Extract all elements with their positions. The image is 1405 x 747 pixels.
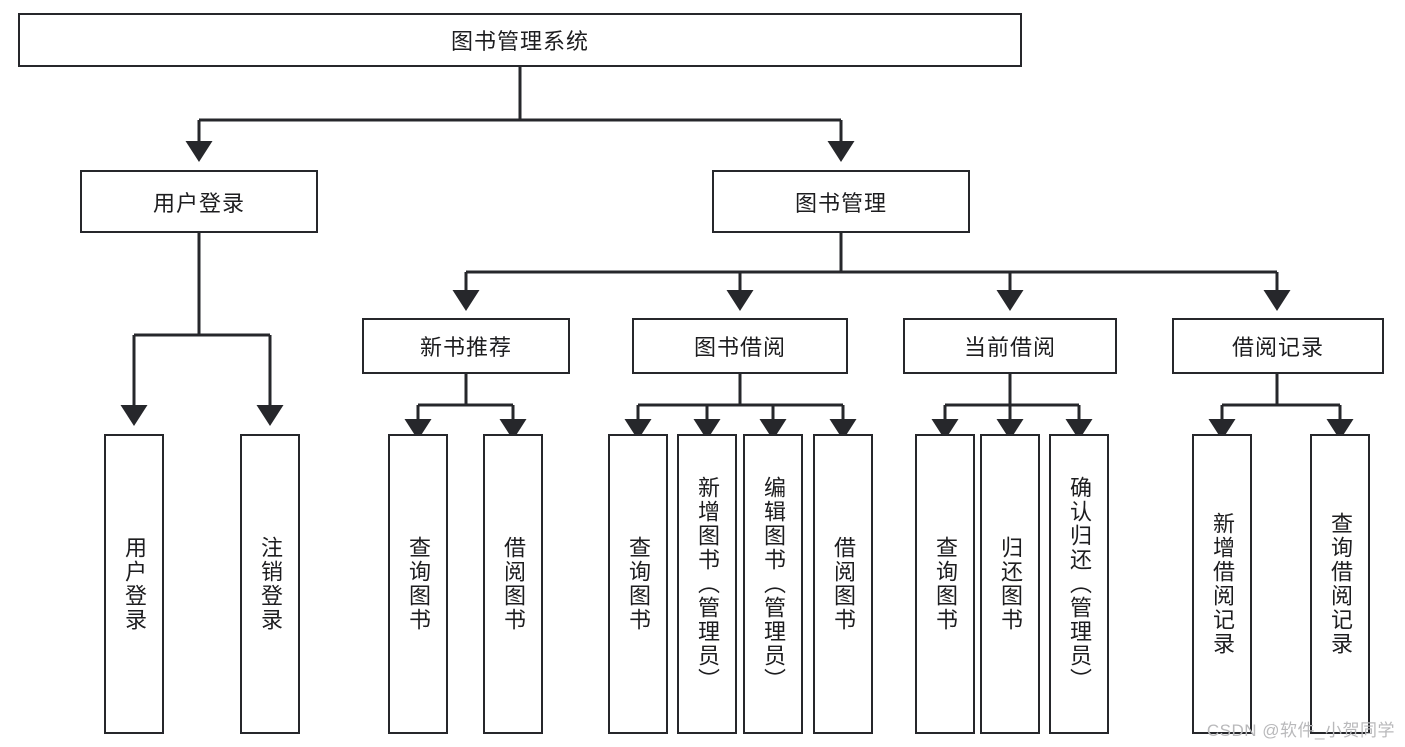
node-label: 查询图书 xyxy=(933,536,958,632)
node-label: 借阅图书 xyxy=(831,536,856,632)
node-user-login[interactable]: 用户登录 xyxy=(80,170,318,233)
leaf-borrow-book-1[interactable]: 借阅图书 xyxy=(483,434,543,734)
node-label: 归还图书 xyxy=(998,536,1023,632)
node-label: 编辑图书（管理员） xyxy=(761,476,786,692)
node-label: 图书管理系统 xyxy=(450,29,589,54)
leaf-add-record[interactable]: 新增借阅记录 xyxy=(1192,434,1252,734)
leaf-query-record[interactable]: 查询借阅记录 xyxy=(1310,434,1370,734)
node-book-borrow[interactable]: 图书借阅 xyxy=(632,318,848,374)
node-label: 借阅图书 xyxy=(501,536,526,632)
node-label: 用户登录 xyxy=(152,190,245,216)
leaf-query-book-2[interactable]: 查询图书 xyxy=(608,434,668,734)
node-label: 图书管理 xyxy=(794,190,887,216)
node-label: 新书推荐 xyxy=(419,335,512,360)
leaf-query-book-1[interactable]: 查询图书 xyxy=(388,434,448,734)
node-label: 新增借阅记录 xyxy=(1210,512,1235,656)
node-label: 确认归还（管理员） xyxy=(1067,476,1092,692)
leaf-confirm-return[interactable]: 确认归还（管理员） xyxy=(1049,434,1109,734)
node-label: 查询图书 xyxy=(626,536,651,632)
node-label: 查询图书 xyxy=(406,536,431,632)
node-label: 当前借阅 xyxy=(963,335,1056,360)
node-current-borrow[interactable]: 当前借阅 xyxy=(903,318,1117,374)
node-book-manage[interactable]: 图书管理 xyxy=(712,170,970,233)
node-label: 用户登录 xyxy=(122,536,147,632)
node-new-book-recommend[interactable]: 新书推荐 xyxy=(362,318,570,374)
node-label: 注销登录 xyxy=(258,536,283,632)
node-label: 借阅记录 xyxy=(1231,335,1324,360)
node-label: 新增图书（管理员） xyxy=(695,476,720,692)
leaf-query-book-3[interactable]: 查询图书 xyxy=(915,434,975,734)
node-label: 图书借阅 xyxy=(693,335,786,360)
leaf-user-login[interactable]: 用户登录 xyxy=(104,434,164,734)
csdn-watermark: CSDN @软件_小贺同学 xyxy=(1206,721,1395,740)
leaf-edit-book[interactable]: 编辑图书（管理员） xyxy=(743,434,803,734)
node-label: 查询借阅记录 xyxy=(1328,512,1353,656)
leaf-add-book[interactable]: 新增图书（管理员） xyxy=(677,434,737,734)
node-borrow-record[interactable]: 借阅记录 xyxy=(1172,318,1384,374)
node-book-management-system[interactable]: 图书管理系统 xyxy=(18,13,1022,67)
leaf-return-book[interactable]: 归还图书 xyxy=(980,434,1040,734)
leaf-logout-login[interactable]: 注销登录 xyxy=(240,434,300,734)
leaf-borrow-book-2[interactable]: 借阅图书 xyxy=(813,434,873,734)
